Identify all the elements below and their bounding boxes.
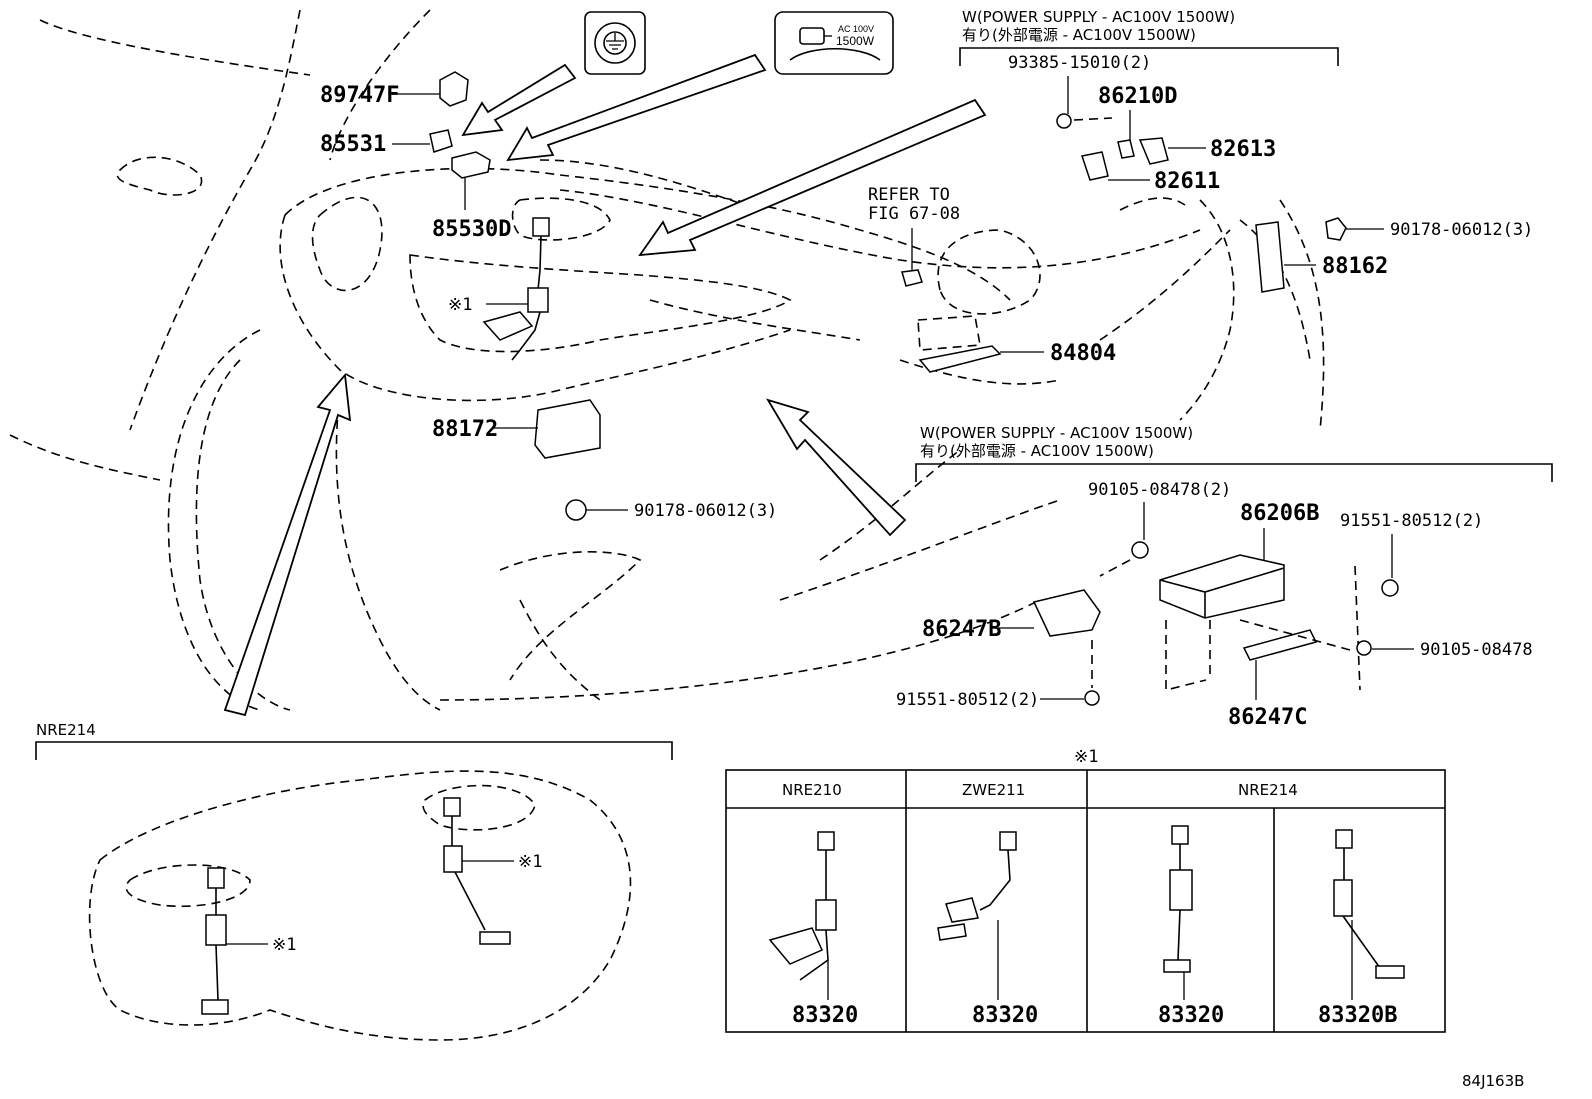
part-86247B: 86247B bbox=[922, 589, 1101, 642]
part-88172: 88172 bbox=[432, 399, 601, 459]
supply-header-top-en: W(POWER SUPPLY - AC100V 1500W) bbox=[962, 8, 1235, 26]
nre214-section-header: NRE214 bbox=[36, 721, 96, 739]
part-86206B: 86206B bbox=[1159, 501, 1319, 619]
fig-ref-text: FIG 67-08 bbox=[868, 204, 960, 224]
part-82611: 82611 bbox=[1081, 151, 1220, 194]
part-85531: 85531 bbox=[320, 129, 453, 157]
power-supply-header-top: W(POWER SUPPLY - AC100V 1500W) 有り(外部電源 -… bbox=[959, 8, 1339, 66]
part-91551-right: 91551-80512(2) bbox=[1340, 511, 1483, 691]
supply-header-mid-jp: 有り(外部電源 - AC100V 1500W) bbox=[920, 442, 1154, 460]
tank-note-left: ※1 bbox=[272, 935, 296, 955]
label-86247C: 86247C bbox=[1228, 705, 1307, 730]
supply-header-top-jp: 有り(外部電源 - AC100V 1500W) bbox=[962, 26, 1196, 44]
fuel-sender-main: ※1 bbox=[448, 217, 550, 361]
label-91551-right: 91551-80512(2) bbox=[1340, 511, 1483, 531]
table-part-3: 83320 bbox=[1158, 1003, 1224, 1028]
ac-outlet-icon-box: AC 100V 1500W bbox=[774, 11, 894, 75]
part-82613: 82613 bbox=[1138, 137, 1276, 165]
table-part-1: 83320 bbox=[792, 1003, 858, 1028]
note-1-marker: ※1 bbox=[448, 295, 472, 315]
label-82611: 82611 bbox=[1154, 169, 1220, 194]
refer-note: REFER TO FIG 67-08 bbox=[868, 185, 960, 287]
part-86247C: 86247C bbox=[1165, 619, 1351, 730]
arrow-up-right bbox=[766, 398, 907, 537]
part-86210D: 86210D bbox=[1098, 84, 1177, 159]
part-89747F: 89747F bbox=[320, 71, 469, 108]
table-part-2: 83320 bbox=[972, 1003, 1038, 1028]
part-90105: 90105-08478 bbox=[1356, 640, 1533, 660]
power-supply-header-mid: W(POWER SUPPLY - AC100V 1500W) 有り(外部電源 -… bbox=[915, 424, 1553, 482]
part-93385: 93385-15010(2) bbox=[1008, 53, 1151, 129]
label-85530D: 85530D bbox=[432, 217, 511, 242]
arrow-to-89747F bbox=[461, 63, 577, 137]
part-90178-right: 90178-06012(3) bbox=[1325, 217, 1533, 241]
ac-watt-text: 1500W bbox=[836, 34, 875, 48]
direction-arrows bbox=[223, 53, 987, 717]
car-body-outline bbox=[9, 9, 1325, 711]
label-93385: 93385-15010(2) bbox=[1008, 53, 1151, 73]
part-84804: 84804 bbox=[917, 315, 1116, 373]
tank-note-right: ※1 bbox=[518, 852, 542, 872]
label-82613: 82613 bbox=[1210, 137, 1276, 162]
variant-table-title: ※1 bbox=[1074, 747, 1098, 767]
label-90105: 90105-08478 bbox=[1420, 640, 1533, 660]
arrow-to-charger bbox=[638, 98, 987, 257]
label-91551-bottom: 91551-80512(2) bbox=[896, 690, 1039, 710]
part-85530D: 85530D bbox=[432, 151, 511, 242]
arrow-to-85530D bbox=[506, 53, 767, 162]
label-90178-left: 90178-06012(3) bbox=[634, 501, 777, 521]
label-88172: 88172 bbox=[432, 417, 498, 442]
label-88162: 88162 bbox=[1322, 254, 1388, 279]
label-86210D: 86210D bbox=[1098, 84, 1177, 109]
part-88162: 88162 bbox=[1255, 221, 1388, 293]
ground-icon-box bbox=[584, 11, 646, 75]
label-85531: 85531 bbox=[320, 132, 386, 157]
ac-voltage-text: AC 100V bbox=[838, 24, 874, 34]
label-90105-2: 90105-08478(2) bbox=[1088, 480, 1231, 500]
label-90178-right: 90178-06012(3) bbox=[1390, 220, 1533, 240]
variant-table: ※1 NRE210 ZWE211 NRE214 83320 83320 8332… bbox=[725, 747, 1446, 1033]
part-91551-bottom: 91551-80512(2) bbox=[896, 640, 1100, 710]
diagram-code: 84J163B bbox=[1462, 1072, 1524, 1090]
part-90105-2: 90105-08478(2) bbox=[1088, 480, 1231, 577]
supply-header-mid-en: W(POWER SUPPLY - AC100V 1500W) bbox=[920, 424, 1193, 442]
arrow-up-left bbox=[223, 372, 352, 717]
nre214-section: NRE214 ※1 ※1 bbox=[35, 721, 673, 1041]
label-89747F: 89747F bbox=[320, 83, 399, 108]
column-header-nre210: NRE210 bbox=[782, 781, 842, 799]
table-part-4: 83320B bbox=[1318, 1003, 1397, 1028]
part-90178-left: 90178-06012(3) bbox=[565, 499, 777, 521]
label-84804: 84804 bbox=[1050, 341, 1116, 366]
refer-to-text: REFER TO bbox=[868, 185, 950, 205]
column-header-zwe211: ZWE211 bbox=[962, 781, 1025, 799]
label-86206B: 86206B bbox=[1240, 501, 1319, 526]
column-header-nre214: NRE214 bbox=[1238, 781, 1298, 799]
label-86247B: 86247B bbox=[922, 617, 1001, 642]
